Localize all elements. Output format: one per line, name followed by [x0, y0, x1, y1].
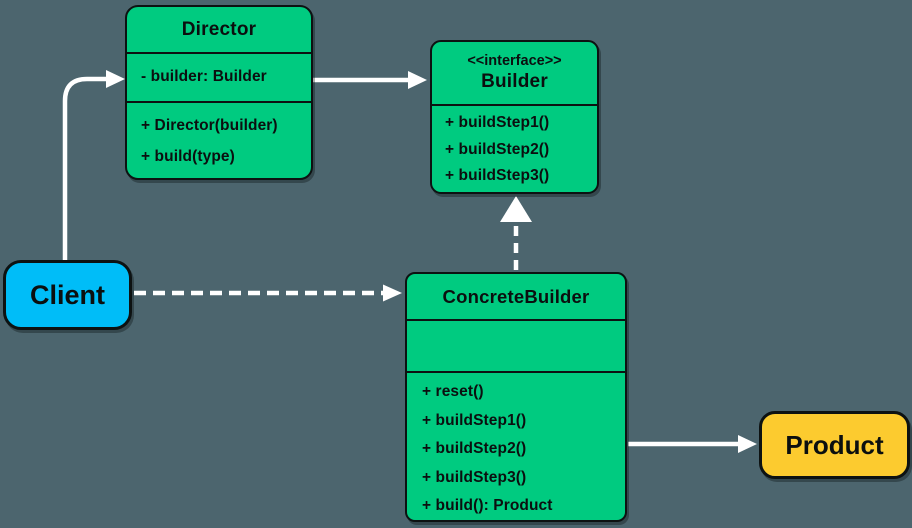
- concretebuilder-method: + build(): Product: [422, 497, 553, 515]
- builder-interface-node: <<interface>> Builder + buildStep1() + b…: [430, 40, 599, 194]
- arrow-client-to-director: [62, 70, 125, 262]
- builder-method: + buildStep3(): [445, 167, 550, 185]
- arrow-client-to-concretebuilder: [134, 284, 402, 302]
- builder-header: <<interface>> Builder: [432, 42, 597, 104]
- director-method: + Director(builder): [141, 116, 278, 134]
- concretebuilder-method: + reset(): [422, 383, 484, 401]
- director-attributes-section: - builder: Builder: [127, 52, 311, 101]
- director-method: + build(type): [141, 147, 235, 165]
- director-title: Director: [181, 18, 257, 40]
- client-label: Client: [29, 279, 105, 310]
- director-methods-section: + Director(builder) + build(type): [127, 101, 311, 177]
- concretebuilder-class-node: ConcreteBuilder + reset() + buildStep1()…: [405, 272, 627, 522]
- concretebuilder-methods-section: + reset() + buildStep1() + buildStep2() …: [407, 371, 625, 519]
- builder-method: + buildStep2(): [445, 140, 550, 158]
- concretebuilder-attributes-section-empty: [407, 319, 625, 371]
- concretebuilder-method: + buildStep1(): [422, 411, 527, 429]
- director-attribute: - builder: Builder: [141, 68, 267, 86]
- arrow-concretebuilder-to-builder: [500, 196, 532, 270]
- builder-methods-section: + buildStep1() + buildStep2() + buildSte…: [432, 104, 597, 191]
- builder-method: + buildStep1(): [445, 114, 550, 132]
- director-class-node: Director - builder: Builder + Director(b…: [125, 5, 313, 180]
- concretebuilder-method: + buildStep3(): [422, 468, 527, 486]
- arrow-director-to-builder: [313, 71, 427, 89]
- product-label: Product: [785, 429, 884, 460]
- arrow-concretebuilder-to-product: [628, 435, 757, 453]
- concretebuilder-method: + buildStep2(): [422, 440, 527, 458]
- client-node: Client: [3, 260, 132, 330]
- builder-stereotype: <<interface>>: [467, 53, 562, 69]
- builder-title: Builder: [481, 71, 548, 92]
- product-node: Product: [759, 411, 910, 479]
- concretebuilder-title: ConcreteBuilder: [442, 285, 590, 307]
